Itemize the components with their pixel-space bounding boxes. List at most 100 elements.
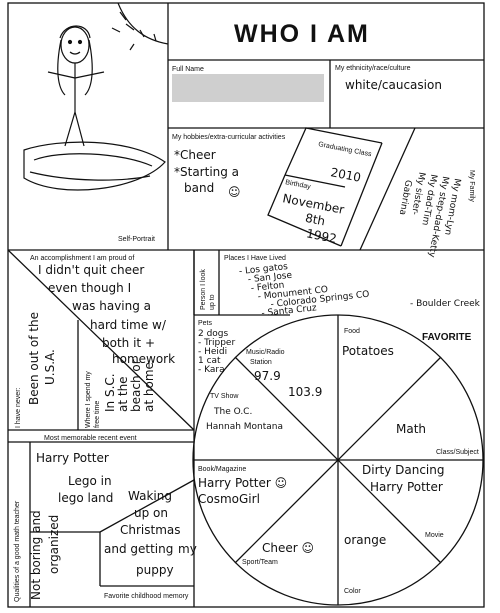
free-time-answer-4: at home: [142, 362, 156, 412]
book-label: Book/Magazine: [198, 466, 246, 473]
movie-label: Movie: [425, 532, 444, 539]
person-look-up-group: Person I look up to: [200, 269, 216, 310]
birthday-answer-2: 8th: [304, 211, 326, 229]
book-answer-2: CosmoGirl: [198, 492, 260, 506]
never-answer-group: Been out of the U.S.A.: [27, 312, 57, 405]
sport-label: Sport/Team: [242, 559, 278, 566]
never-label: I have never:: [15, 387, 22, 428]
page-title: WHO I AM: [234, 20, 370, 48]
hobbies-answer-1: *Cheer: [174, 148, 216, 162]
childhood-line-4: and getting: [104, 542, 173, 556]
qualities-label-group: Qualities of a good math teacher: [14, 500, 21, 602]
accomplishment-line-5: both it +: [102, 336, 155, 350]
places-lived-label: Places I Have Lived: [224, 255, 286, 262]
movie-answer-1: Dirty Dancing: [362, 463, 444, 477]
childhood-line-2: up on: [134, 506, 168, 520]
qualities-answer-2: organized: [47, 515, 61, 574]
tv-answer-1: The O.C.: [213, 407, 252, 417]
birthday-answer-3: 1992: [305, 226, 338, 246]
accomplishment-answer: I didn't quit cheer even though I was ha…: [38, 263, 175, 366]
pets-line-5: - Kara: [198, 365, 225, 375]
memorable-event-answer: Harry Potter Lego in lego land: [36, 451, 113, 505]
grid-lines: [7, 2, 485, 608]
food-answer: Potatoes: [342, 344, 394, 358]
accomplishment-line-6: homework: [112, 352, 175, 366]
person-look-up-label-2: up to: [209, 294, 216, 310]
accomplishment-line-2: even though I: [48, 281, 131, 295]
hobbies-answer-3: band: [184, 181, 214, 195]
free-time-answer-1: In S.C.: [103, 373, 117, 412]
ethnicity-answer: white/caucasion: [345, 78, 442, 92]
never-answer-1: Been out of the: [27, 312, 41, 405]
place-3: - Felton: [250, 281, 284, 294]
person-look-up-label-1: Person I look: [200, 269, 207, 310]
qualities-label: Qualities of a good math teacher: [14, 500, 21, 602]
hobbies-smiley: ☺: [228, 185, 241, 199]
birthday-answer-group: November 8th 1992: [281, 191, 345, 246]
hobbies-label: My hobbies/extra-curricular activities: [172, 134, 286, 141]
class-subject-answer: Math: [396, 422, 426, 436]
free-time-answer-2: at the: [116, 376, 130, 412]
qualities-answer-1: Not boring and: [29, 510, 43, 600]
pets-line-2: - Tripper: [198, 338, 235, 348]
birthday-label: Birthday: [285, 179, 312, 191]
accomplishment-label: An accomplishment I am proud of: [30, 255, 134, 262]
pets-label: Pets: [198, 320, 213, 327]
birthday-group: Birthday: [285, 179, 312, 191]
never-label-group: I have never:: [15, 387, 22, 428]
qualities-answer-group: Not boring and organized: [29, 510, 61, 600]
childhood-memory-label: Favorite childhood memory: [104, 593, 189, 600]
memorable-line-3: lego land: [58, 491, 113, 505]
childhood-line-5: my: [178, 542, 197, 556]
full-name-redaction: [172, 74, 324, 102]
self-portrait-drawing: [23, 2, 169, 191]
color-label: Color: [344, 588, 361, 595]
hobbies-answer-2: *Starting a: [174, 165, 239, 179]
free-time-label-1: Where I spend my: [85, 371, 92, 428]
food-label: Food: [344, 328, 360, 335]
tv-answer-2: Hannah Montana: [206, 422, 283, 432]
music-answer-2: 103.9: [288, 385, 322, 399]
accomplishment-line-1: I didn't quit cheer: [38, 263, 144, 277]
free-time-label-group: Where I spend my free time: [85, 371, 101, 428]
graduating-class-group: Graduating Class: [318, 141, 373, 158]
memorable-event-label: Most memorable recent event: [44, 435, 137, 442]
class-subject-label: Class/Subject: [436, 449, 479, 456]
graduating-class-label: Graduating Class: [318, 141, 373, 158]
tv-show-label: TV Show: [210, 393, 239, 400]
free-time-answer-3: beach or: [129, 359, 143, 412]
place-7: - Boulder Creek: [410, 299, 481, 309]
free-time-answer-group: In S.C. at the beach or at home: [103, 359, 156, 412]
childhood-line-3: Christmas: [120, 523, 181, 537]
color-answer: orange: [344, 533, 386, 547]
family-answer-group: My mom-Lyn My step-dad-Ketty My dad-Tim …: [397, 171, 462, 259]
pets-line-4: 1 cat: [198, 356, 221, 366]
grad-year-answer: 2010: [329, 165, 362, 185]
station-label: Station: [250, 359, 272, 366]
pets-answers: 2 dogs - Tripper - Heidi 1 cat - Kara: [198, 329, 235, 375]
music-answer-1: 97.9: [254, 369, 281, 383]
my-family-label-group: My Family: [468, 170, 475, 202]
full-name-label: Full Name: [172, 66, 204, 73]
places-answers: - Los gatos - San Jose - Felton - Monume…: [239, 262, 370, 319]
childhood-line-1: Waking: [128, 489, 172, 503]
free-time-label-2: free time: [94, 401, 101, 428]
grad-year-group: 2010: [329, 165, 362, 185]
childhood-line-6: puppy: [136, 563, 174, 577]
pets-line-1: 2 dogs: [198, 329, 229, 339]
pets-line-3: - Heidi: [198, 347, 227, 357]
music-label: Music/Radio: [246, 349, 285, 356]
self-portrait-label: Self-Portrait: [118, 236, 155, 243]
memorable-line-1: Harry Potter: [36, 451, 109, 465]
movie-answer-2: Harry Potter: [370, 480, 443, 494]
accomplishment-line-3: was having a: [72, 299, 151, 313]
accomplishment-line-4: hard time w/: [90, 318, 167, 332]
sport-answer: Cheer ☺: [262, 541, 314, 555]
never-answer-2: U.S.A.: [43, 349, 57, 385]
memorable-line-2: Lego in: [68, 474, 112, 488]
my-family-label: My Family: [468, 170, 475, 202]
place-2: - San Jose: [247, 271, 293, 286]
book-answer-1: Harry Potter ☺: [198, 476, 287, 490]
ethnicity-label: My ethnicity/race/culture: [335, 65, 411, 72]
